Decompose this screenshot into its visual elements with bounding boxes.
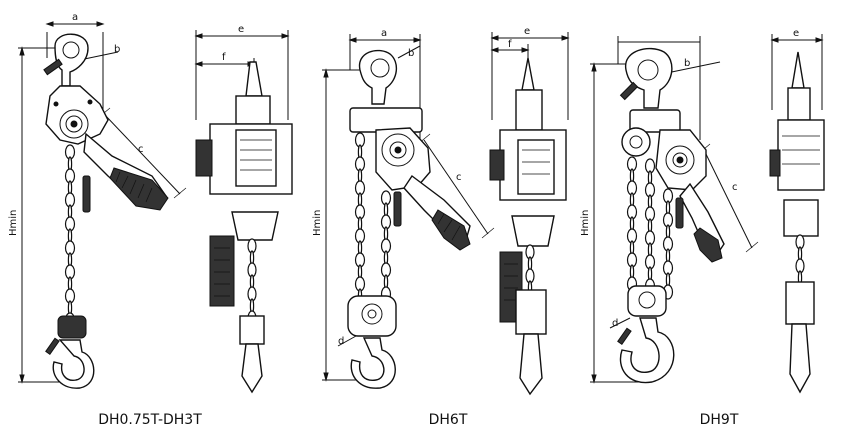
hoist-body: [375, 127, 431, 191]
side-upper-frame: [787, 87, 811, 121]
bottom-block: [347, 295, 397, 337]
bottom-hook: [350, 337, 396, 389]
label-e: e: [238, 24, 244, 35]
bottom-block: [57, 315, 87, 339]
side-upper-frame: [235, 95, 271, 125]
side-handle-grip: [209, 235, 235, 307]
side-chain-guide: [783, 199, 819, 237]
leader-line-d: [609, 317, 631, 329]
label-a: a: [381, 28, 387, 39]
dimension-line-c: [103, 113, 181, 195]
side-chain-guide: [511, 215, 555, 247]
load-chain-mid: [644, 158, 656, 294]
top-hook: [358, 49, 397, 105]
load-chain-right: [662, 188, 674, 300]
label-a: a: [72, 12, 78, 23]
label-d: d: [338, 336, 344, 347]
bottom-safety-latch: [45, 337, 60, 355]
front-view-dh075-3t: [18, 21, 187, 389]
pawl-lever: [82, 175, 91, 213]
side-view-dh6t: [489, 32, 570, 396]
side-top-hook: [521, 57, 535, 91]
dimension-line-c: [703, 149, 753, 249]
side-bottom-hook: [519, 333, 543, 396]
safety-latch: [43, 58, 63, 76]
load-chain-left: [626, 156, 638, 292]
bottom-safety-latch: [617, 327, 632, 345]
load-chain: [64, 144, 76, 328]
captions: DH0.75T-DH3T DH6T DH9T: [98, 412, 739, 428]
label-e: e: [793, 28, 799, 39]
side-bottom-block: [785, 281, 815, 325]
handle-grip: [109, 167, 169, 211]
leader-line-d: [337, 335, 357, 347]
side-bottom-block: [239, 315, 265, 345]
side-bottom-hook: [789, 323, 811, 394]
side-view-dh075-3t: [194, 30, 293, 394]
side-load-chain: [247, 238, 257, 326]
caption-dh9t: DH9T: [700, 412, 739, 428]
label-hmin: Hmin: [8, 210, 19, 236]
gear-housing: [381, 133, 415, 167]
handle-grip: [693, 227, 723, 263]
side-hoist-body: [777, 119, 825, 191]
label-c: c: [732, 182, 738, 193]
side-load-chain: [795, 234, 805, 286]
label-d: d: [612, 318, 618, 329]
label-hmin: Hmin: [580, 210, 591, 236]
upper-frame: [629, 109, 681, 133]
load-chain-right: [380, 190, 392, 302]
side-brake-cover: [769, 149, 781, 177]
label-e: e: [524, 26, 530, 37]
front-view-dh9t: [590, 36, 759, 384]
dimension-line-c: [423, 139, 489, 235]
bottom-hook: [619, 317, 675, 384]
side-chain-guide: [231, 211, 279, 241]
label-f: f: [508, 39, 512, 50]
label-b: b: [408, 48, 414, 59]
safety-latch: [619, 81, 639, 101]
side-bottom-hook: [241, 343, 263, 394]
gear-housing: [665, 145, 695, 175]
label-b: b: [684, 58, 690, 69]
handle-grip: [431, 209, 471, 251]
gear-housing: [59, 109, 89, 139]
side-top-hook: [791, 51, 805, 89]
side-upper-frame: [515, 89, 543, 131]
front-view-dh6t: [322, 34, 495, 389]
top-hook: [625, 47, 673, 109]
load-chain-left: [354, 132, 366, 304]
caption-dh6t: DH6T: [429, 412, 468, 428]
pawl-lever: [675, 197, 684, 229]
side-brake-cover: [489, 149, 505, 181]
dimension-labels: a b c Hmin e f a b c d Hmin e f b c d Hm…: [8, 12, 799, 347]
side-view-dh9t: [769, 34, 825, 394]
pawl-lever: [393, 191, 402, 227]
side-bottom-block: [515, 289, 547, 335]
bottom-hook: [52, 339, 95, 389]
label-b: b: [114, 44, 120, 55]
leader-line-b: [397, 45, 421, 59]
label-c: c: [138, 144, 144, 155]
label-hmin: Hmin: [312, 210, 323, 236]
bottom-block: [627, 285, 667, 317]
caption-dh075-3t: DH0.75T-DH3T: [98, 412, 202, 428]
side-load-chain: [525, 244, 535, 296]
upper-sheave: [621, 127, 651, 157]
side-top-hook: [245, 61, 263, 97]
label-c: c: [456, 172, 462, 183]
hoist-body: [45, 85, 109, 145]
label-f: f: [222, 52, 226, 63]
side-brake-cover: [195, 139, 213, 177]
